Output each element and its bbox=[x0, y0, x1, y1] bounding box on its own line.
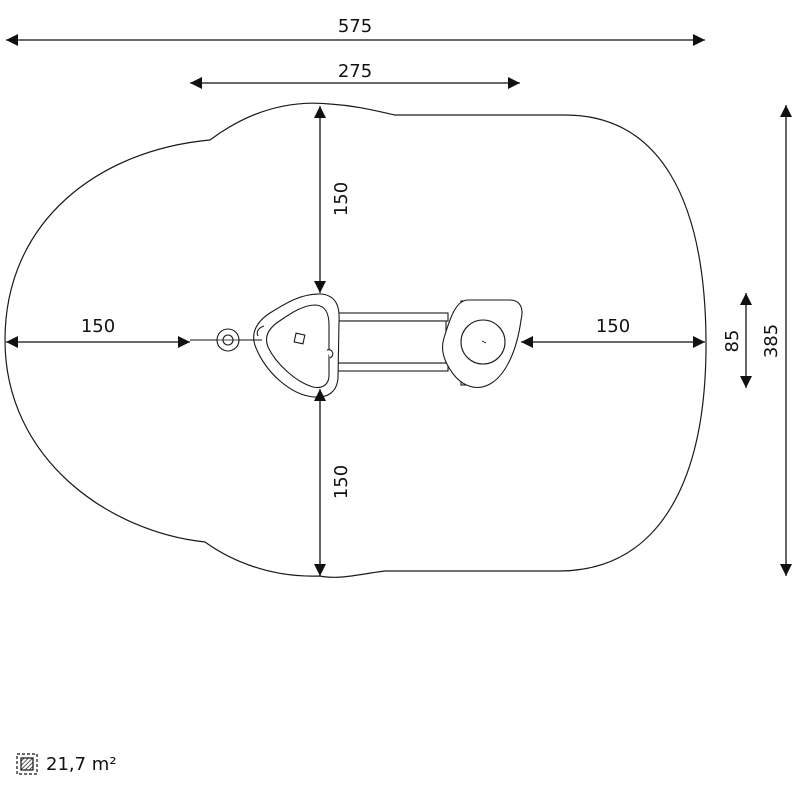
equipment-group bbox=[190, 293, 523, 398]
left-tower-hatch bbox=[293, 332, 306, 345]
right-tower-dome-mark bbox=[481, 340, 487, 344]
bridge-rail-bottom bbox=[335, 362, 449, 372]
dim-label-clearance-bottom: 150 bbox=[331, 465, 352, 499]
dim-label-clearance-left: 150 bbox=[81, 316, 115, 337]
bridge-deck bbox=[337, 320, 447, 364]
dim-label-inner-length: 275 bbox=[338, 61, 372, 82]
left-tower-handle bbox=[326, 349, 334, 359]
bridge-rail-top bbox=[335, 312, 449, 322]
safety-zone-outline bbox=[4, 102, 707, 578]
area-indicator: 21,7 m² bbox=[16, 752, 117, 776]
left-tower-inner bbox=[265, 304, 330, 389]
dim-label-total-length: 575 bbox=[338, 16, 372, 37]
dim-label-equipment-width: 85 bbox=[722, 330, 743, 353]
area-value: 21,7 m² bbox=[46, 753, 117, 775]
dim-label-total-width: 385 bbox=[761, 324, 782, 358]
dim-label-clearance-top: 150 bbox=[331, 182, 352, 216]
right-tower-dome bbox=[460, 319, 506, 365]
hatched-square-icon bbox=[16, 753, 38, 775]
left-tower-corner bbox=[256, 325, 265, 337]
dim-label-clearance-right: 150 bbox=[596, 316, 630, 337]
